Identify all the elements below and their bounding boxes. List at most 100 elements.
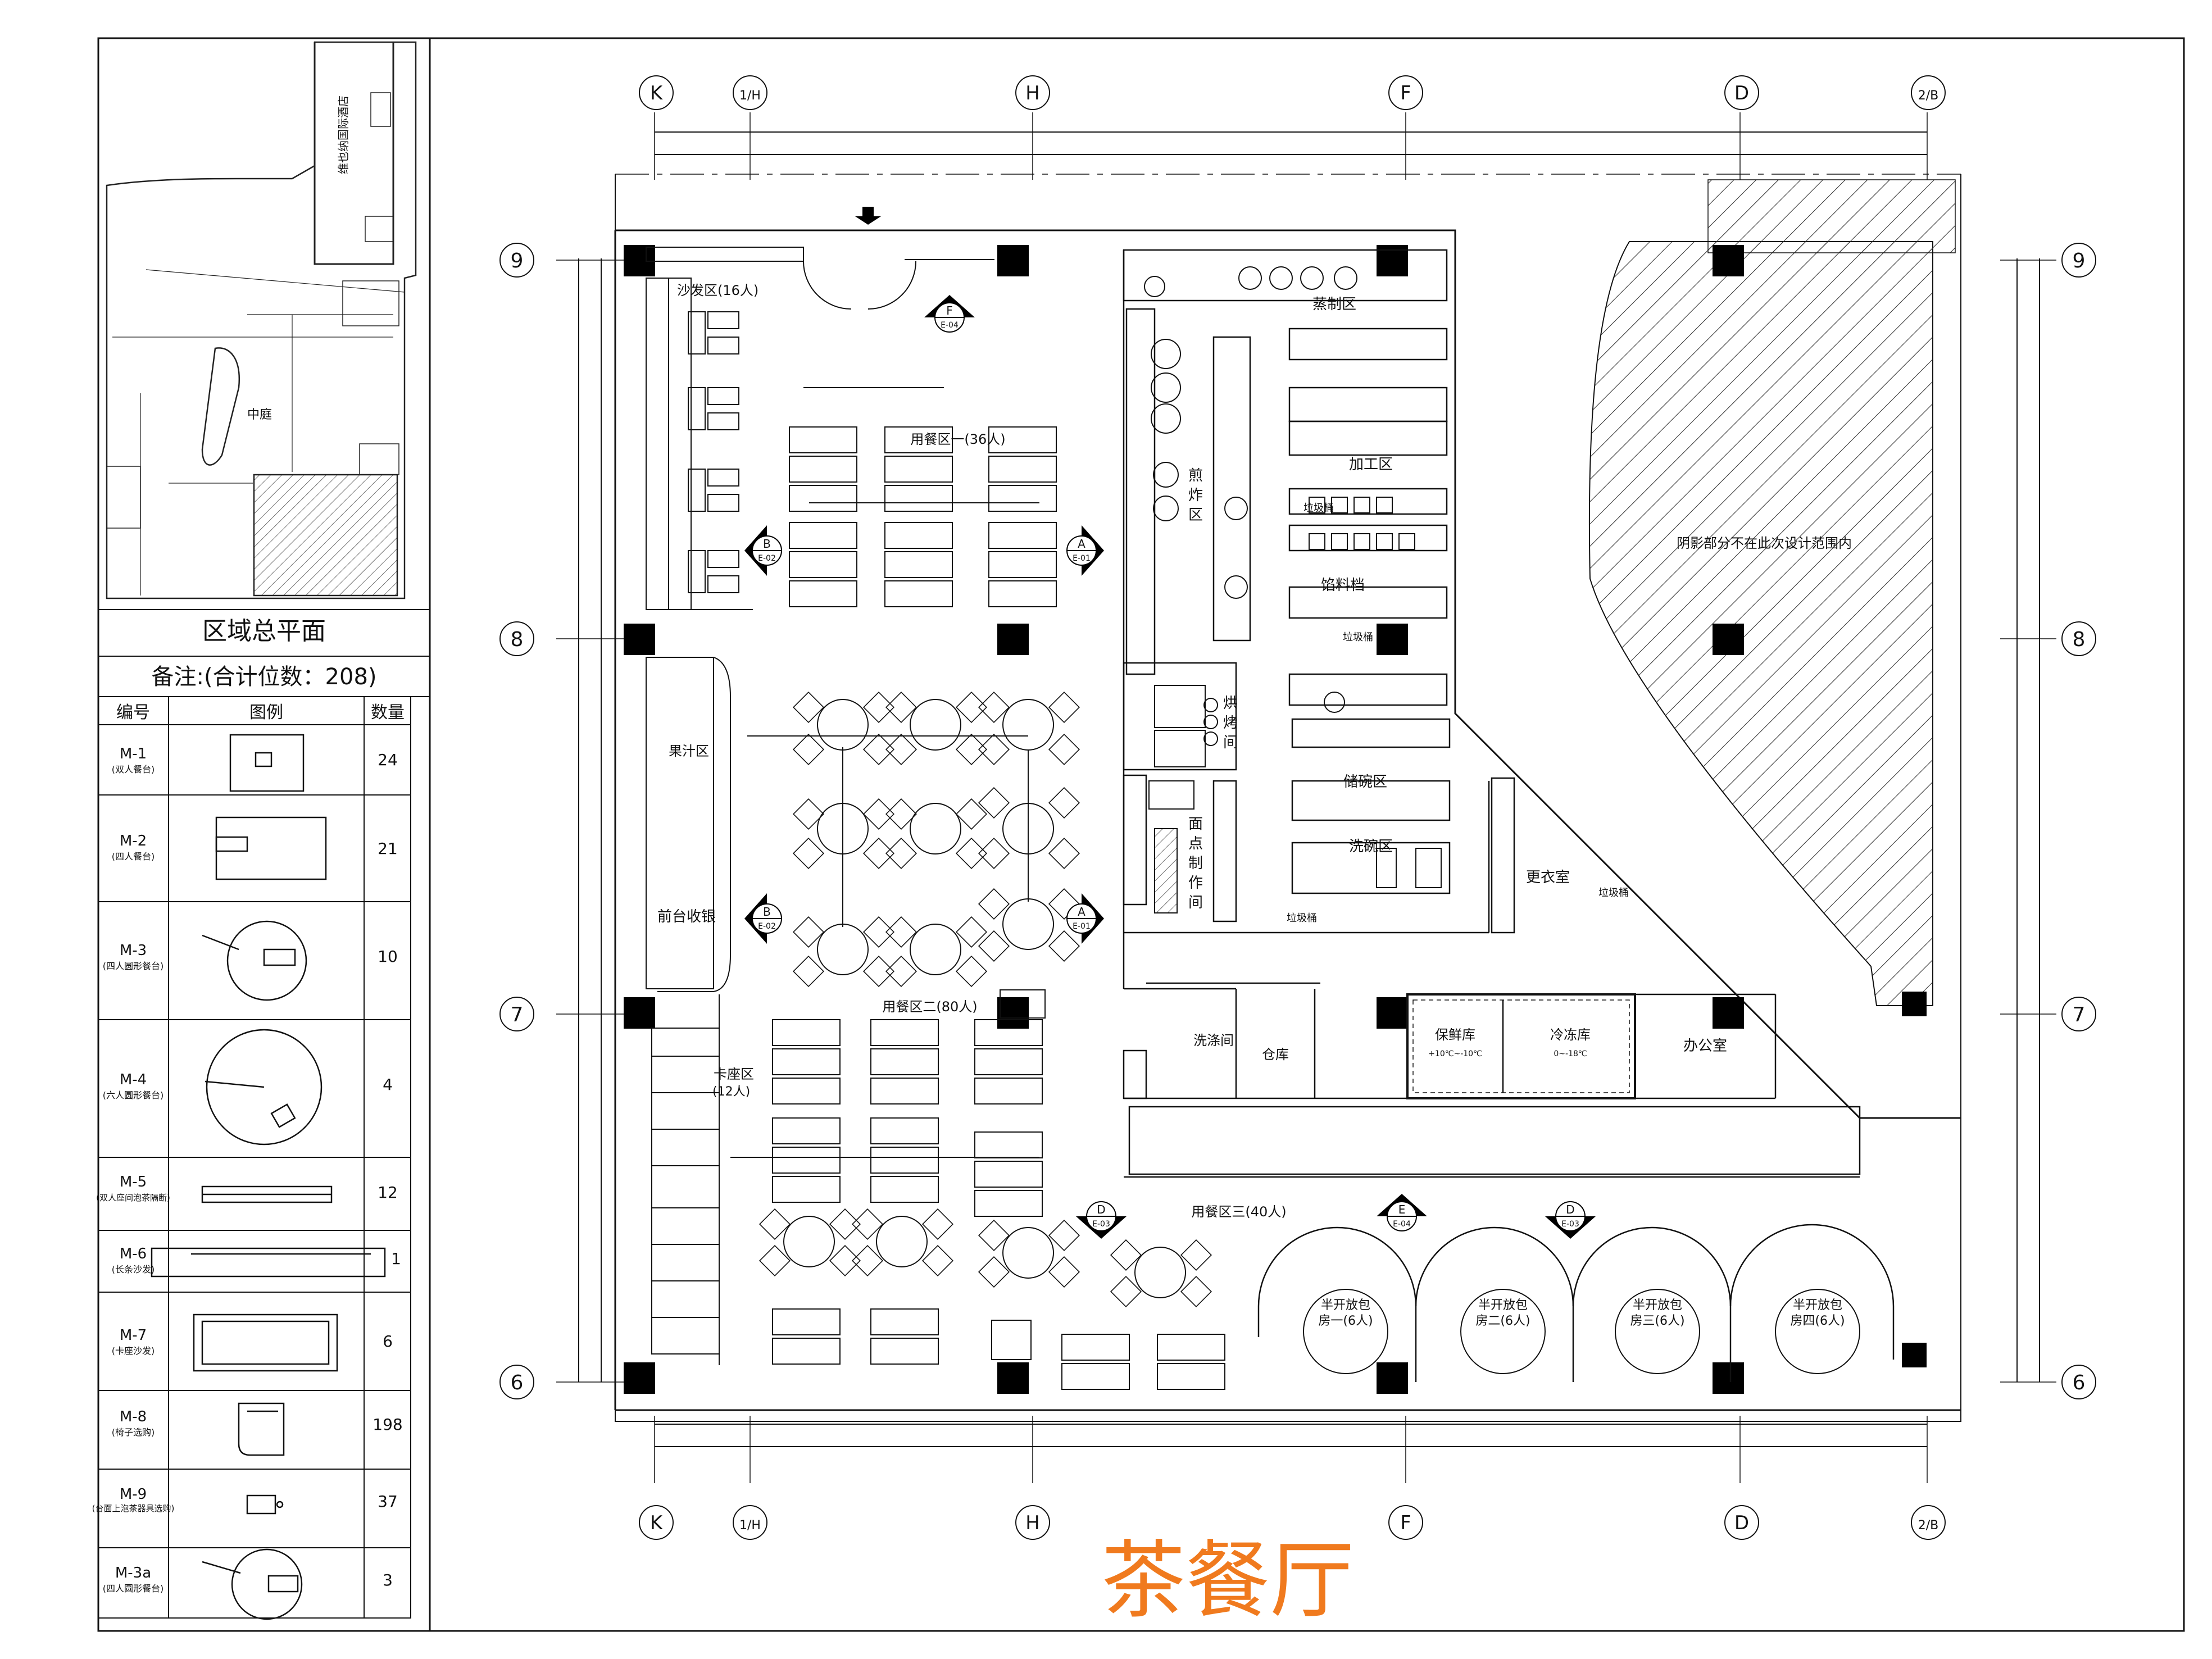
svg-text:E-01: E-01 [1073,554,1091,563]
site-plan [106,41,417,599]
legend-code: M-7 [120,1327,147,1344]
legend-table [98,696,411,1619]
prep-area-label: 加工区 [1349,456,1393,473]
pastry-room-label-2: 点 [1188,835,1203,852]
private-room-3-label-b: 房三(6人) [1630,1314,1684,1328]
long-sofa-icon [151,1247,386,1278]
entrance-arrow-icon [855,207,881,225]
legend-desc: (卡座沙发) [112,1346,155,1356]
legend-desc: (双人餐台) [112,764,155,775]
fry-area-label-1: 煎 [1188,467,1203,484]
svg-text:E-02: E-02 [758,554,776,563]
grid-axis-bubble: K [639,1505,674,1540]
legend-row: M-3 (四人圆形餐台) 10 [103,920,398,1001]
svg-text:6: 6 [511,1371,524,1394]
grid-axis-bubble: F [1388,75,1423,110]
dimension-lines [556,112,2056,1483]
dining-area-1-label: 用餐区一(36人) [910,431,1005,447]
dish-storage-label: 储碗区 [1343,774,1387,790]
svg-text:D: D [1566,1203,1574,1216]
section-marker: DE-03 [1545,1201,1596,1239]
legend-row: M-1 (双人餐台) 24 [112,734,398,792]
svg-text:6: 6 [2073,1371,2086,1394]
legend-code: M-3a [115,1565,151,1581]
legend-desc: (台面上泡茶器具选购) [92,1503,175,1513]
grid-axis-bubble: 2/B [1911,75,1946,110]
svg-text:A: A [1078,537,1085,551]
legend-row: M-7 (卡座沙发) 6 [112,1313,393,1372]
steam-area-label: 蒸制区 [1312,296,1356,313]
grid-axis-bubble: 1/H [733,75,767,110]
legend-row: M-2 (四人餐台) 21 [112,816,398,880]
bake-room-label-2: 烤 [1223,715,1238,731]
reception-label: 前台收银 [657,908,716,925]
legend-code: M-2 [120,833,147,849]
legend-header-qty: 数量 [371,703,405,722]
trash-bin-label-1: 垃圾桶 [1303,502,1334,514]
private-room-4-label-a: 半开放包 [1793,1298,1842,1312]
legend-qty: 1 [391,1249,401,1268]
grid-axis-bubble: 1/H [733,1505,767,1540]
filling-area-label: 馅料档 [1321,577,1365,594]
legend-qty: 3 [383,1571,393,1589]
private-room-3-label-a: 半开放包 [1633,1298,1682,1312]
legend-row: M-3a (四人圆形餐台) 3 [103,1548,393,1620]
private-room-2-label-b: 房二(6人) [1475,1314,1530,1328]
grid-axis-bubble: F [1388,1505,1423,1540]
svg-text:D: D [1734,82,1749,104]
round-table-six-icon [205,1029,323,1146]
office-label: 办公室 [1683,1038,1727,1055]
legend-row: M-6 (长条沙发) 1 [112,1246,401,1278]
grid-axis-bubble: 7 [2061,997,2096,1031]
private-room-2-label-a: 半开放包 [1478,1298,1528,1312]
svg-text:D: D [1097,1203,1105,1216]
pastry-room-label-3: 制 [1188,855,1203,872]
dining-area-2-label: 用餐区二(80人) [882,999,977,1015]
site-plan-caption: 区域总平面 [202,617,326,646]
dining-area-3-label: 用餐区三(40人) [1191,1204,1286,1220]
svg-text:H: H [1025,1512,1040,1534]
svg-text:E-04: E-04 [941,321,959,330]
legend-desc: (椅子选购) [112,1427,155,1438]
legend-code: M-4 [120,1071,147,1088]
pastry-room-label-4: 作 [1188,875,1203,892]
svg-text:9: 9 [511,249,524,272]
svg-text:F: F [946,304,953,317]
legend-header-code: 编号 [116,703,150,722]
legend-row: M-9 (台面上泡茶器具选购) 37 [92,1486,398,1515]
dish-wash-label: 洗碗区 [1349,838,1393,855]
svg-text:D: D [1734,1512,1749,1534]
grid-axis-bubble: 2/B [1911,1505,1946,1540]
fresh-storage-label: 保鲜库 [1435,1027,1475,1043]
sofa-area-label: 沙发区(16人) [677,283,758,298]
grid-axis-bubble: H [1015,75,1050,110]
fry-area-label-3: 区 [1188,507,1203,524]
fresh-storage-temp: +10℃~-10℃ [1428,1049,1482,1058]
pastry-room-label-1: 面 [1188,816,1203,833]
svg-text:H: H [1025,82,1040,104]
svg-text:E: E [1398,1203,1406,1216]
building-outline [614,174,1961,1422]
trash-bin-label-4: 垃圾桶 [1287,912,1317,924]
private-room-1-label-a: 半开放包 [1321,1298,1370,1312]
svg-text:8: 8 [511,628,524,651]
section-marker: BE-02 [744,525,782,576]
svg-text:7: 7 [511,1003,524,1026]
cold-storage-temp: 0~-18℃ [1554,1049,1587,1058]
legend-desc: (六人圆形餐台) [103,1090,164,1101]
legend-qty: 24 [378,751,398,769]
dining-area-1-tables [789,387,1057,607]
wash-room-label: 洗涤间 [1193,1033,1234,1048]
svg-text:7: 7 [2073,1003,2086,1026]
legend-desc: (双人座间泡茶隔断) [96,1193,170,1203]
excluded-area-note: 阴影部分不在此次设计范围内 [1677,535,1852,551]
sofa-tables [688,311,739,593]
legend-desc: (四人餐台) [112,851,155,862]
svg-text:9: 9 [2073,249,2086,272]
grid-axis-bubble: K [639,75,674,110]
front-zone-walls [646,247,994,1365]
private-rooms [1257,1224,1895,1382]
tea-partition-icon [201,1185,333,1203]
private-room-1-label-b: 房一(6人) [1318,1314,1373,1328]
